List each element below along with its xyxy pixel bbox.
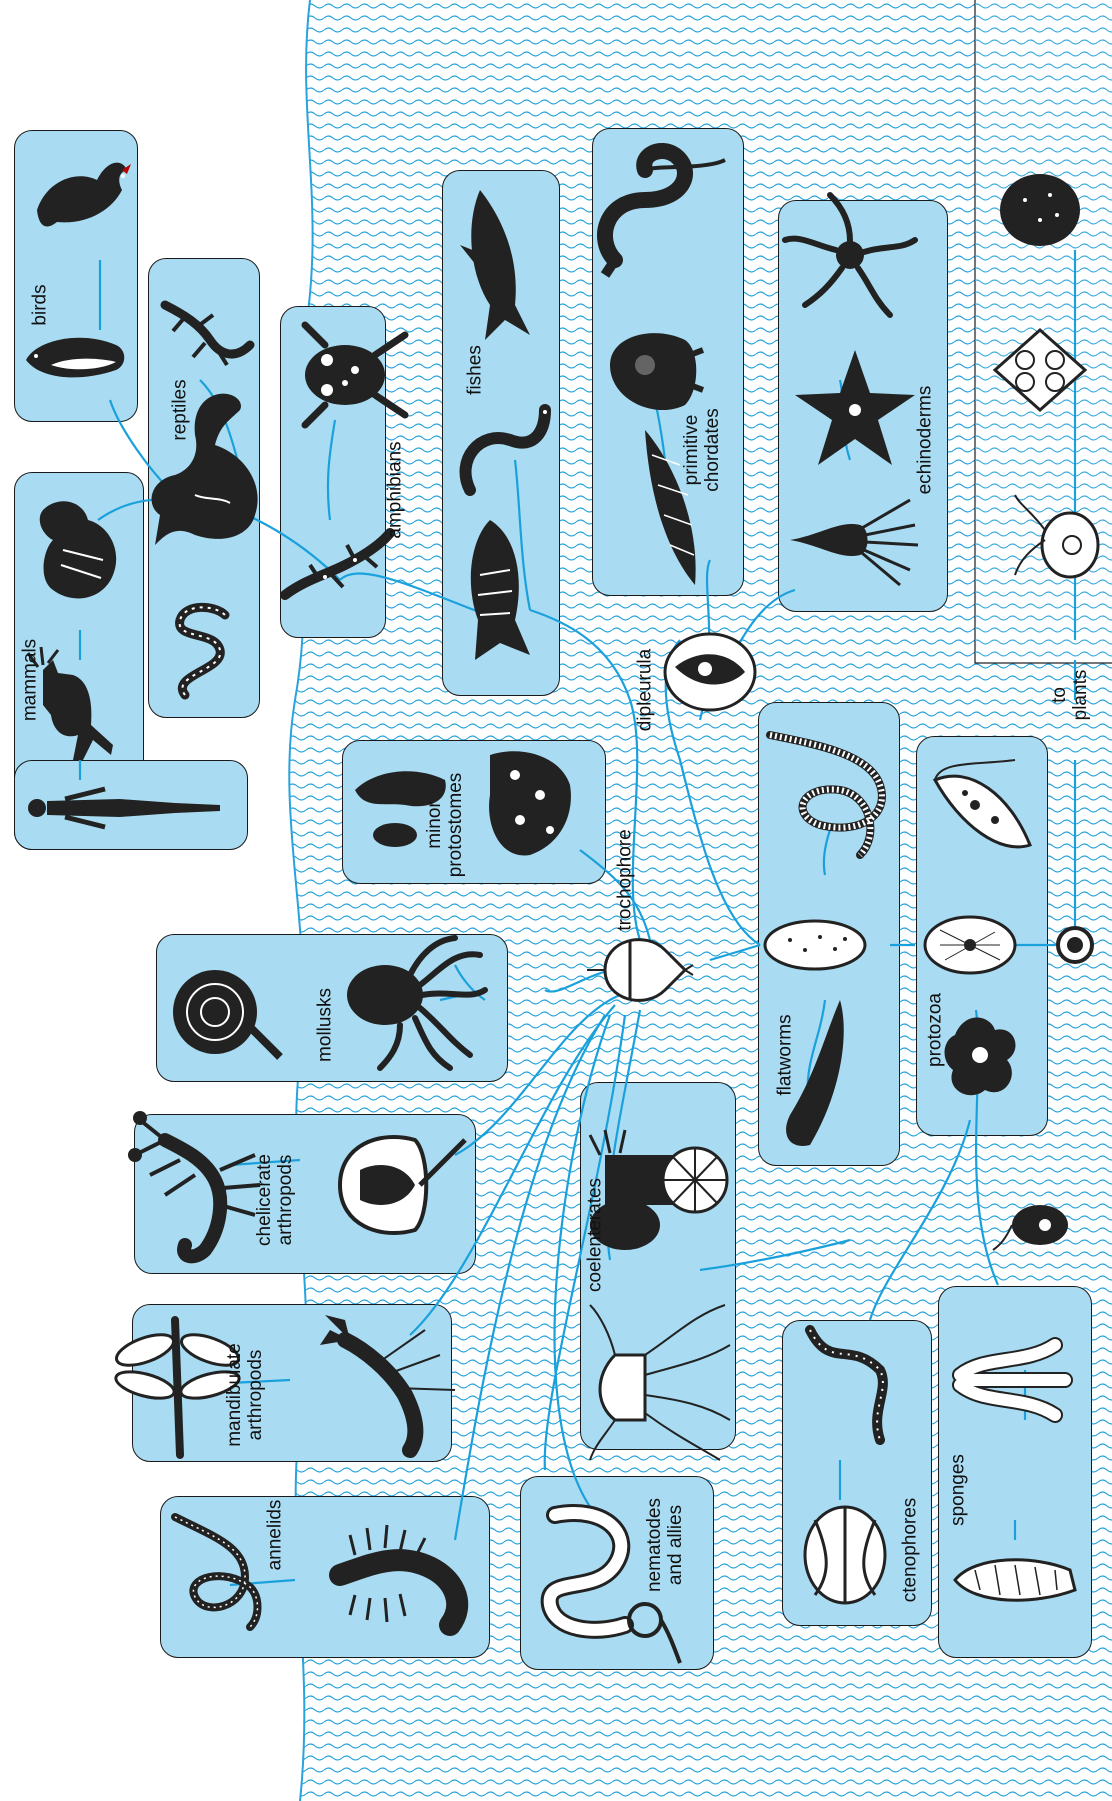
bryozoan-colony-icon (470, 735, 580, 865)
dinosaur-icon (135, 385, 285, 555)
spore-icon (995, 170, 1085, 250)
shark-icon (450, 185, 540, 345)
chlamydomonas-icon (1010, 490, 1110, 590)
salamander-icon (275, 525, 395, 605)
octopus-icon (330, 930, 490, 1070)
sponge-icon (945, 1315, 1075, 1445)
horseshoe-crab-icon (320, 1120, 470, 1250)
tapeworm-icon (760, 715, 900, 865)
jellyfish-icon (585, 1295, 735, 1465)
ancestral-flatworm-icon (760, 915, 870, 975)
sea-anemone-icon (585, 1095, 735, 1255)
flagellate-icon (990, 1195, 1080, 1255)
label-annelids: annelids (265, 1500, 286, 1571)
comb-jelly-icon (790, 1310, 900, 1470)
label-fishes: fishes (465, 345, 486, 395)
label-dipleurula: dipleurula (635, 649, 656, 731)
label-to-plants: to plants (1049, 670, 1091, 721)
earthworm-icon (155, 1507, 275, 1637)
dipleurula-larva-icon (660, 627, 760, 717)
paramecium-icon (920, 910, 1020, 980)
snail-icon (165, 957, 285, 1067)
eel-icon (450, 400, 560, 500)
label-birds: birds (30, 284, 51, 325)
penguin-icon (21, 320, 131, 390)
label-echinoderms: echinoderms (915, 386, 936, 495)
platypus-icon (23, 490, 133, 610)
scorpion-icon (125, 1100, 275, 1270)
rooster-icon (27, 150, 137, 240)
label-coelenterates: coelenterates (585, 1178, 606, 1292)
label-reptiles: reptiles (170, 379, 191, 440)
label-trochophore: trochophore (615, 829, 636, 930)
brittle-star-icon (780, 190, 920, 320)
label-mollusks: mollusks (315, 988, 336, 1062)
label-mandibulate-arthropods: mandibulate arthropods (224, 1343, 266, 1447)
coelacanth-icon (450, 515, 540, 665)
label-sponges: sponges (948, 1454, 969, 1526)
diatom-icon (990, 325, 1090, 415)
tube-sponge-icon (945, 1540, 1085, 1620)
trochophore-larva-icon (585, 920, 695, 1020)
roundworm-icon (615, 1585, 685, 1665)
human-icon (25, 783, 225, 833)
amoeba-icon (935, 1005, 1025, 1105)
snake-icon (165, 595, 245, 705)
label-minor-protostomes: minor protostomes (424, 773, 466, 878)
euglena-icon (920, 755, 1040, 865)
label-protozoa: protozoa (925, 993, 946, 1067)
label-primitive-chordates: primitive chordates (681, 408, 723, 491)
label-nematodes-and-allies: nematodes and allies (644, 1498, 686, 1592)
sea-lily-icon (780, 490, 920, 590)
label-flatworms: flatworms (775, 1014, 796, 1095)
ancestral-cell-icon (1055, 925, 1095, 965)
label-mammals: mammals (20, 639, 41, 721)
label-amphibians: amphibians (385, 441, 406, 538)
label-ctenophores: ctenophores (900, 1498, 921, 1603)
acorn-worm-icon (585, 140, 735, 280)
frog-icon (285, 315, 415, 435)
ctenophore-icon (795, 1500, 895, 1610)
lizard-icon (155, 285, 255, 375)
label-chelicerate-arthropods: chelicerate arthropods (254, 1154, 296, 1246)
lobster-icon (315, 1310, 465, 1460)
polychaete-icon (325, 1510, 475, 1640)
starfish-icon (790, 345, 920, 475)
